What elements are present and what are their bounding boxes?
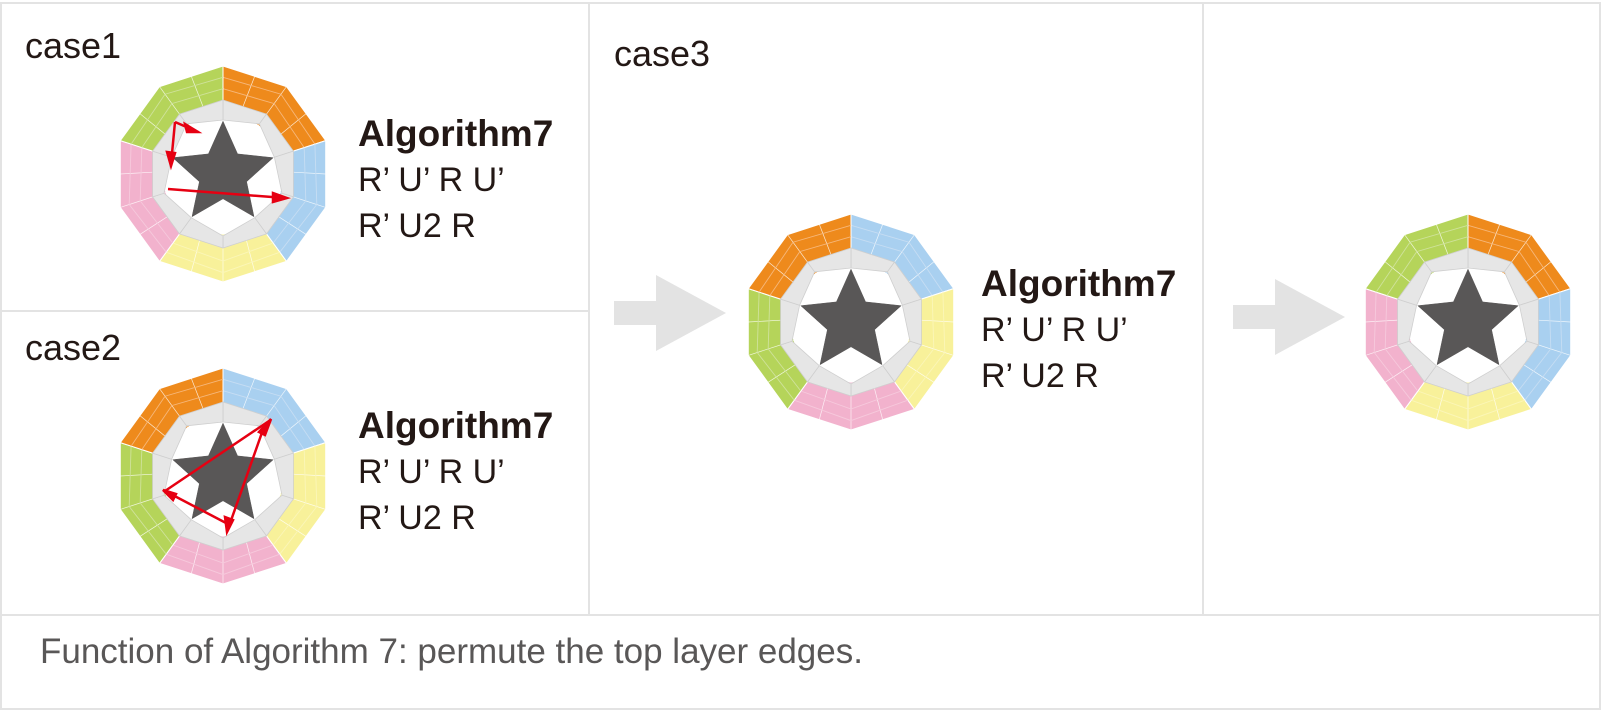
algorithm-line-1: R’ U’ R U’	[358, 453, 505, 491]
megaminx-face	[119, 65, 327, 283]
megaminx-face	[747, 213, 955, 431]
algorithm-title: Algorithm7	[358, 113, 554, 154]
megaminx-face	[119, 367, 327, 585]
case3-algorithm: Algorithm7 R’ U’ R U’ R’ U2 R	[981, 261, 1176, 399]
case1-algorithm: Algorithm7 R’ U’ R U’ R’ U2 R	[358, 111, 553, 249]
case2-label: case2	[25, 327, 122, 368]
algorithm-line-2: R’ U2 R	[358, 207, 476, 245]
case1-label: case1	[25, 25, 122, 66]
algorithm-title: Algorithm7	[358, 405, 554, 446]
algorithm-title: Algorithm7	[981, 263, 1177, 304]
algorithm-line-2: R’ U2 R	[358, 499, 476, 537]
red-swap-arrow-icon	[165, 120, 292, 204]
algorithm-line-2: R’ U2 R	[981, 357, 1099, 395]
caption: Function of Algorithm 7: permute the top…	[40, 632, 863, 671]
case2-megaminx-face-icon	[119, 367, 327, 585]
case2-algorithm: Algorithm7 R’ U’ R U’ R’ U2 R	[358, 403, 553, 541]
right-arrow-icon	[1233, 279, 1345, 355]
case1-megaminx-face-icon	[119, 65, 327, 283]
case3-megaminx-face-icon	[747, 213, 955, 431]
result-megaminx-face-icon	[1364, 213, 1572, 431]
case3-label: case3	[614, 33, 711, 74]
algorithm-line-1: R’ U’ R U’	[358, 161, 505, 199]
algorithm-line-1: R’ U’ R U’	[981, 311, 1128, 349]
megaminx-face	[1364, 213, 1572, 431]
right-arrow-icon	[614, 275, 726, 351]
red-swap-arrow-icon	[162, 418, 273, 537]
